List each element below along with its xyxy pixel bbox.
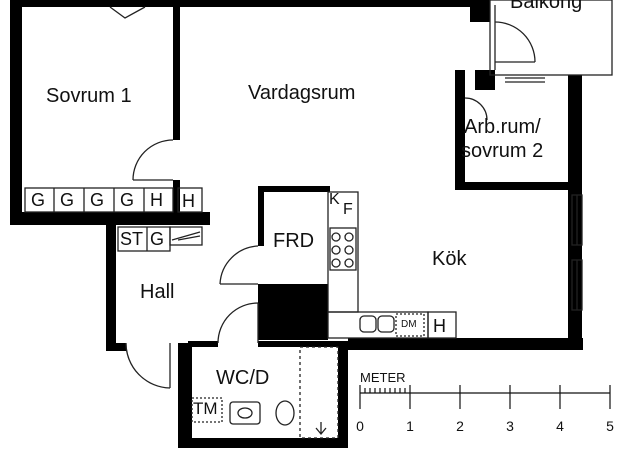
walls <box>10 0 583 448</box>
room-label-arbrum-line1: Arb.rum/ <box>464 116 541 138</box>
closet-label-6: H <box>182 191 195 211</box>
room-label-frd: FRD <box>273 230 315 252</box>
kitchen-h-label: H <box>433 316 446 336</box>
room-label-sovrum-1: Sovrum 1 <box>46 85 132 107</box>
closet-label-3: G <box>90 190 105 210</box>
room-label-wcd: WC/D <box>216 367 270 389</box>
scale-number: 0 <box>356 418 364 434</box>
room-label-hall: Hall <box>140 281 175 303</box>
tm-label: TM <box>193 399 218 418</box>
scale-title: METER <box>360 370 406 385</box>
kf-k-label: K <box>329 191 340 208</box>
g-label: G <box>150 229 165 249</box>
closet-label-1: G <box>31 190 46 210</box>
scale-number: 5 <box>606 418 614 434</box>
scale-bar <box>359 385 611 409</box>
scale-number: 2 <box>456 418 464 434</box>
room-label-vardagsrum: Vardagsrum <box>248 82 356 104</box>
dm-label: DM <box>401 319 417 330</box>
fixtures <box>24 0 613 439</box>
room-label-kok: Kök <box>432 248 467 270</box>
room-label-balkong: Balkong <box>510 0 583 13</box>
room-label-arbrum-line2: sovrum 2 <box>461 140 544 162</box>
scale-number: 4 <box>556 418 564 434</box>
scale-number: 1 <box>406 418 414 434</box>
closet-label-4: G <box>120 190 135 210</box>
scale-number: 3 <box>506 418 514 434</box>
closet-label-5: H <box>150 190 163 210</box>
st-label: ST <box>120 229 144 249</box>
kf-f-label: F <box>343 201 353 218</box>
closet-label-2: G <box>60 190 75 210</box>
